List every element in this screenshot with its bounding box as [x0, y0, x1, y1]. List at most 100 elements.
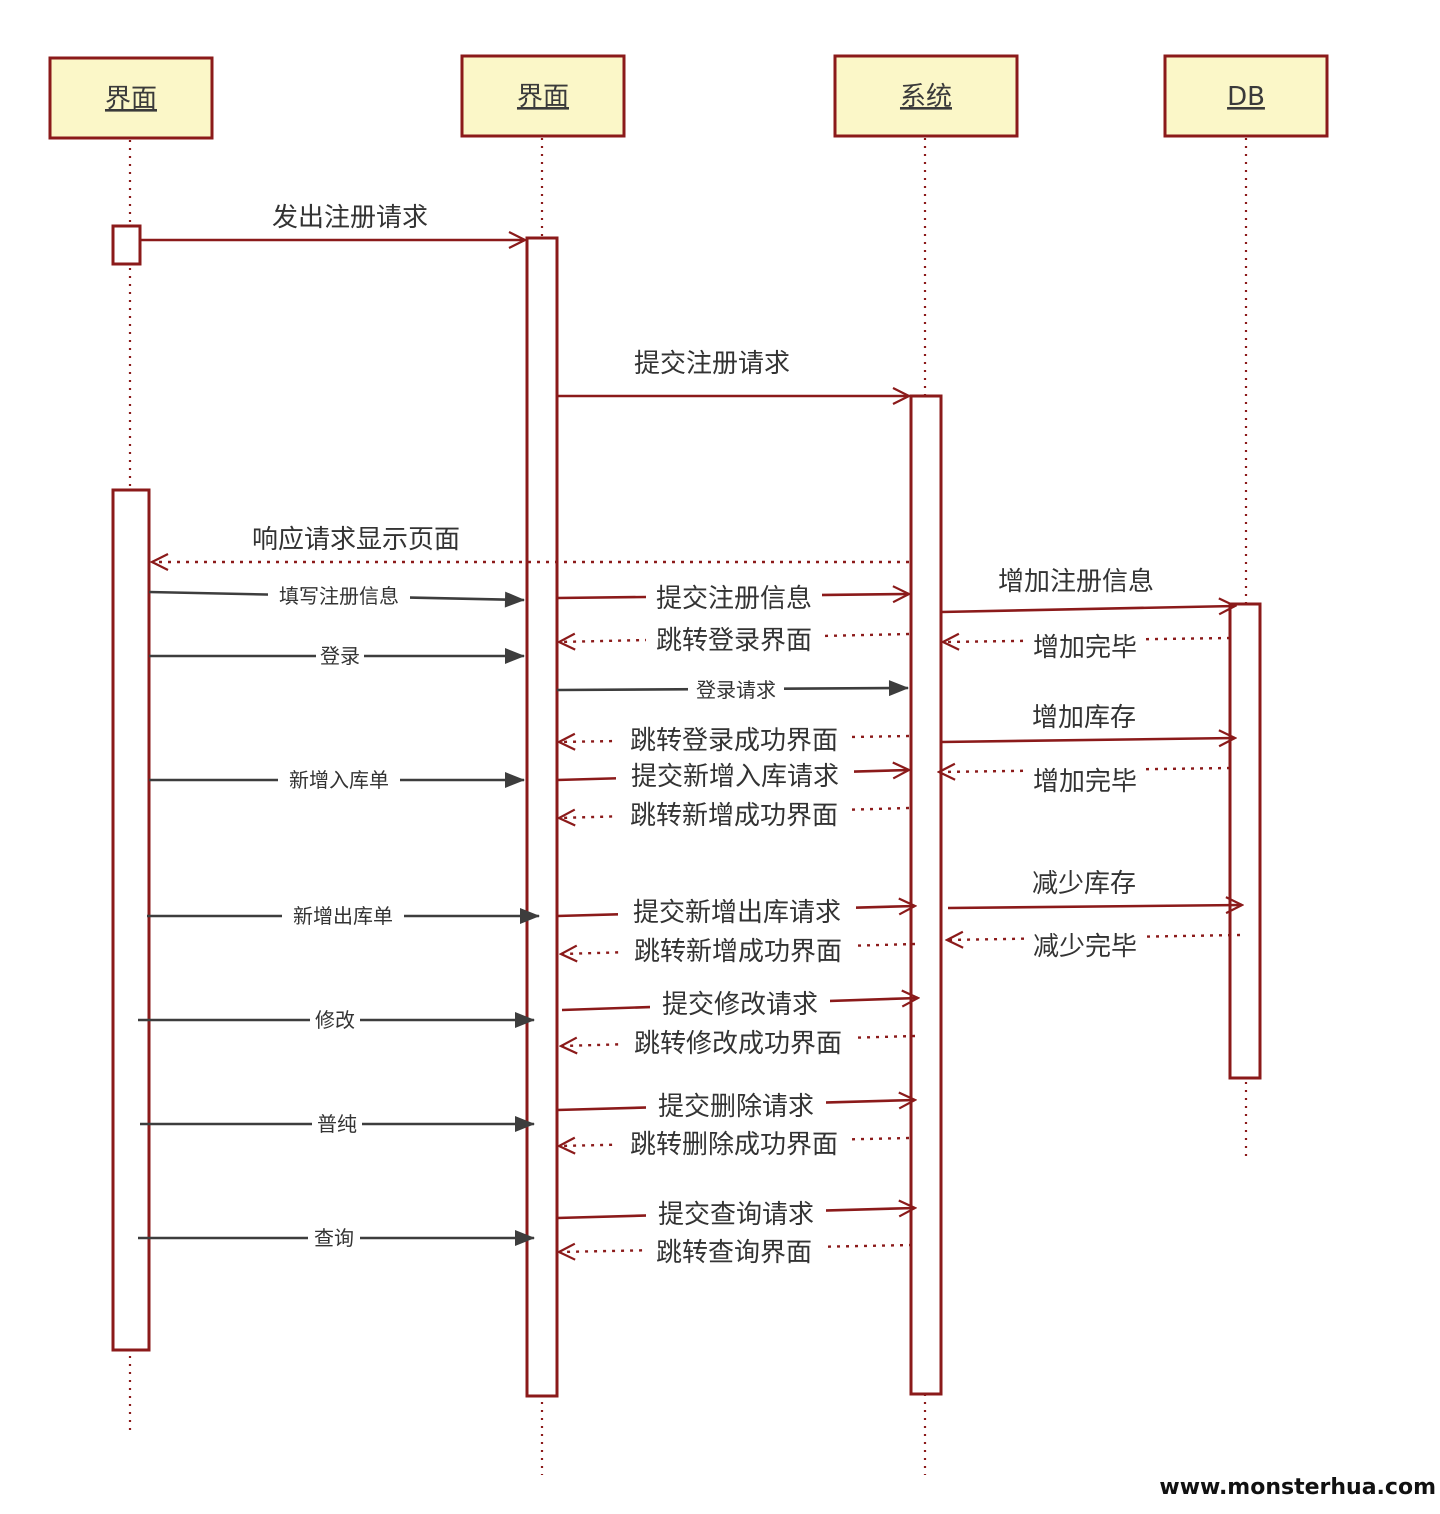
activation-p4	[1228, 602, 1262, 1080]
message-label: 减少库存	[1032, 869, 1136, 899]
message-m2: 提交注册请求	[557, 349, 909, 396]
message-label: 提交查询请求	[658, 1200, 814, 1230]
message-label: 提交修改请求	[662, 990, 818, 1020]
message-m20: 减少完毕	[947, 930, 1241, 962]
message-label: 增加库存	[1032, 703, 1136, 733]
label-background	[1024, 764, 1146, 794]
message-label: 增加完毕	[1033, 767, 1137, 797]
participant-label: DB	[1227, 82, 1265, 112]
activation-p1-initial	[111, 224, 142, 266]
message-m5: 提交注册信息	[556, 582, 909, 614]
message-m21: 跳转新增成功界面	[561, 934, 916, 967]
activation-p2	[525, 236, 559, 1398]
message-label: 查询	[314, 1226, 354, 1250]
participant-label: 系统	[900, 82, 952, 112]
label-background	[616, 724, 852, 754]
message-m19: 提交新增出库请求	[556, 896, 915, 928]
message-label: 新增出库单	[293, 904, 393, 928]
message-label: 填写注册信息	[279, 584, 399, 608]
label-background	[620, 1026, 856, 1056]
label-background	[282, 904, 404, 928]
message-label: 新增入库单	[289, 768, 389, 792]
label-background	[616, 1128, 852, 1158]
message-m27: 跳转删除成功界面	[559, 1128, 910, 1160]
participant-p3: 系统	[833, 54, 1019, 138]
label-background	[308, 1226, 360, 1250]
message-label: 普纯	[317, 1112, 357, 1136]
message-m12: 跳转登录成功界面	[559, 724, 910, 756]
message-m28: 提交查询请求	[556, 1198, 915, 1230]
message-m1: 发出注册请求	[140, 203, 525, 240]
message-m3: 响应请求显示页面	[152, 525, 909, 562]
label-background	[646, 624, 822, 654]
label-background	[616, 760, 854, 790]
message-m15: 提交新增入库请求	[556, 760, 909, 792]
participant-label: 界面	[517, 82, 569, 112]
label-background	[646, 1198, 826, 1228]
message-label: 发出注册请求	[272, 203, 428, 233]
message-m29: 查询	[138, 1226, 535, 1250]
message-label: 跳转删除成功界面	[630, 1130, 838, 1160]
participant-box	[1163, 54, 1329, 138]
message-m9: 登录	[149, 644, 525, 668]
participant-box	[833, 54, 1019, 138]
message-label: 登录请求	[696, 678, 776, 702]
message-label: 提交注册请求	[634, 349, 790, 379]
label-background	[278, 768, 400, 792]
message-m26: 普纯	[140, 1112, 535, 1136]
label-background	[618, 896, 856, 926]
label-background	[620, 934, 856, 964]
activation-p1	[111, 488, 151, 1352]
message-arrow	[940, 738, 1235, 742]
message-label: 跳转登录成功界面	[630, 726, 838, 756]
message-label: 修改	[315, 1008, 355, 1032]
participant-box	[460, 54, 626, 138]
message-label: 减少完毕	[1033, 932, 1137, 962]
label-background	[650, 988, 830, 1018]
message-m23: 修改	[138, 1008, 535, 1032]
message-label: 登录	[320, 644, 360, 668]
participant-label: 界面	[105, 84, 157, 114]
message-m16: 跳转新增成功界面	[559, 798, 910, 831]
label-background	[268, 584, 410, 608]
message-m4: 填写注册信息	[148, 584, 525, 608]
message-arrow	[943, 638, 1231, 642]
activation-p3	[909, 394, 943, 1396]
message-label: 增加注册信息	[998, 567, 1154, 597]
message-label: 跳转修改成功界面	[634, 1029, 842, 1059]
label-background	[1024, 630, 1146, 660]
message-m17: 减少库存	[947, 869, 1242, 908]
message-label: 提交删除请求	[658, 1092, 814, 1122]
label-background	[646, 582, 822, 612]
message-label: 跳转新增成功界面	[634, 937, 842, 967]
message-m24: 跳转修改成功界面	[561, 1026, 916, 1059]
message-m18: 新增出库单	[147, 904, 540, 928]
activations	[111, 224, 1262, 1398]
message-m10: 登录请求	[556, 678, 909, 702]
label-background	[616, 798, 852, 828]
message-m22: 提交修改请求	[561, 988, 918, 1020]
message-m8: 跳转登录界面	[559, 624, 910, 656]
label-background	[688, 678, 784, 702]
label-background	[646, 1236, 822, 1266]
label-background	[312, 1112, 362, 1136]
message-arrow	[947, 905, 1242, 908]
watermark: www.monsterhua.com	[1159, 1475, 1436, 1500]
participant-box	[48, 56, 214, 140]
message-label: 提交新增入库请求	[631, 762, 839, 792]
message-m6: 增加注册信息	[940, 567, 1235, 612]
message-label: 跳转登录界面	[656, 626, 812, 656]
message-m13: 增加完毕	[939, 764, 1231, 797]
participant-p2: 界面	[460, 54, 626, 138]
message-m30: 跳转查询界面	[559, 1236, 913, 1268]
message-label: 跳转新增成功界面	[630, 801, 838, 831]
message-m7: 增加完毕	[943, 630, 1231, 663]
participant-p1: 界面	[48, 56, 214, 140]
message-label: 增加完毕	[1033, 633, 1137, 663]
label-background	[646, 1090, 826, 1120]
message-arrow	[940, 606, 1235, 612]
message-m11: 增加库存	[940, 703, 1235, 742]
message-m25: 提交删除请求	[556, 1090, 915, 1122]
message-label: 跳转查询界面	[656, 1238, 812, 1268]
